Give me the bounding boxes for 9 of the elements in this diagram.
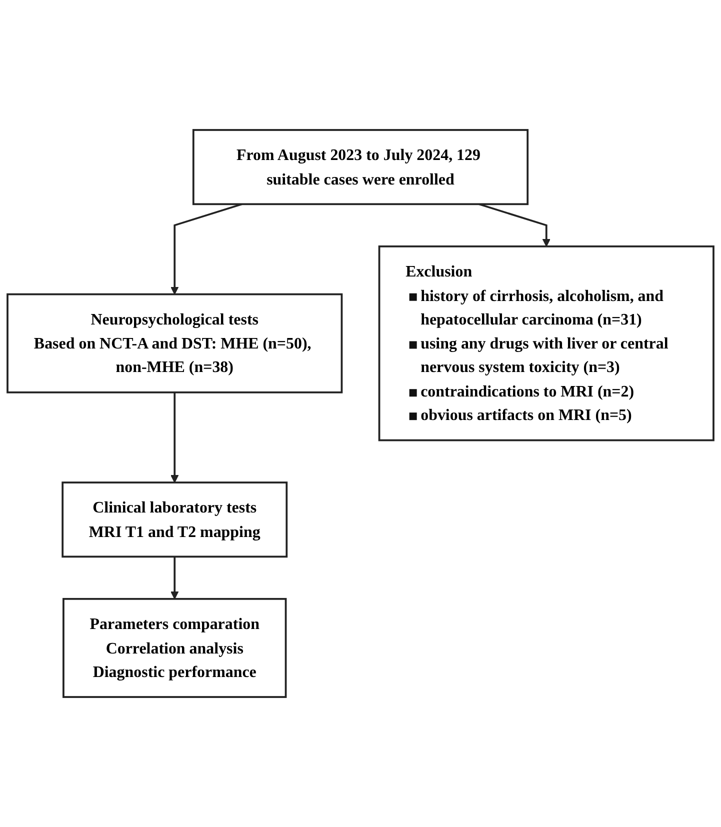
node-box: Clinical laboratory tests MRI T1 and T2 mapping (62, 482, 288, 558)
node-box: From August 2023 to July 2024, 129 suitable cases were enrolled (192, 129, 529, 206)
arrow (170, 203, 242, 295)
arrow (170, 392, 179, 483)
node-box: Exclusion history of cirrhosis, alcoholism, and hepatocellular carcinoma (n=31) using any drugs with liver or central nervous system toxicity (n=3) contraindications to MRI (n=2) obvious artifacts on MRI (n=5) (378, 245, 714, 442)
arrow (170, 556, 179, 600)
node-box: Parameters comparation Correlation analysis Diagnostic performance (62, 598, 287, 698)
arrow (478, 203, 551, 247)
node-box: Neuropsychological tests Based on NCT-A and DST: MHE (n=50), non-MHE (n=38) (6, 293, 343, 394)
